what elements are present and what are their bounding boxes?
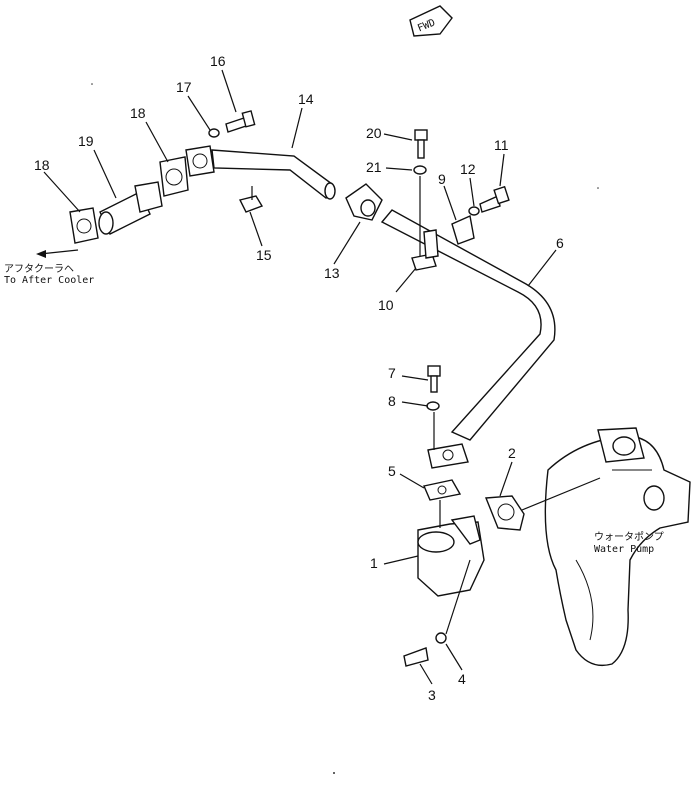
bracket-10 [411,229,439,271]
callout-18-right: 18 [130,105,146,121]
bolt-16 [225,110,256,133]
clamp-9 [451,214,475,245]
callout-19: 19 [78,133,94,149]
callout-16: 16 [210,53,226,69]
washer-17 [208,128,220,138]
note-water-pump-jp: ウォータポンプ [594,531,664,543]
washer-4 [435,632,447,644]
callout-14: 14 [298,91,314,107]
callout-8: 8 [388,393,396,409]
gasket-5 [423,479,462,501]
clamp-13 [345,183,383,221]
callout-4: 4 [458,671,466,687]
callout-1: 1 [370,555,378,571]
callout-2: 2 [508,445,516,461]
elbow-1 [417,515,485,597]
callout-12: 12 [460,161,476,177]
water-pump [544,427,691,667]
callout-9: 9 [438,171,446,187]
gasket-18-right [159,156,189,197]
callout-13: 13 [324,265,340,281]
sleeve-19 [98,181,163,235]
bolt-20 [414,129,428,159]
leader-lines [36,69,601,685]
washer-8 [426,401,440,411]
pipe-14 [185,145,336,200]
callout-21: 21 [366,159,382,175]
gasket-2 [484,495,525,531]
callout-3: 3 [428,687,436,703]
clip-15 [238,186,264,213]
callout-20: 20 [366,125,382,141]
callout-10: 10 [378,297,394,313]
bolt-3 [403,647,429,667]
bolt-11 [479,185,510,213]
washer-12 [468,206,480,216]
note-water-pump-en: Water Pump [594,544,654,555]
fwd-badge: FWD [409,5,453,37]
pipe-6 [380,209,556,469]
callout-5: 5 [388,463,396,479]
bolt-7 [427,365,441,393]
gasket-18-left [69,207,99,244]
washer-21 [413,165,427,175]
note-after-cooler-jp: アフタクーラヘ [4,263,74,275]
note-after-cooler-en: To After Cooler [4,275,94,286]
callout-6: 6 [556,235,564,251]
callout-18-left: 18 [34,157,50,173]
callout-15: 15 [256,247,272,263]
callout-11: 11 [494,137,509,153]
callout-17: 17 [176,79,192,95]
callout-7: 7 [388,365,396,381]
